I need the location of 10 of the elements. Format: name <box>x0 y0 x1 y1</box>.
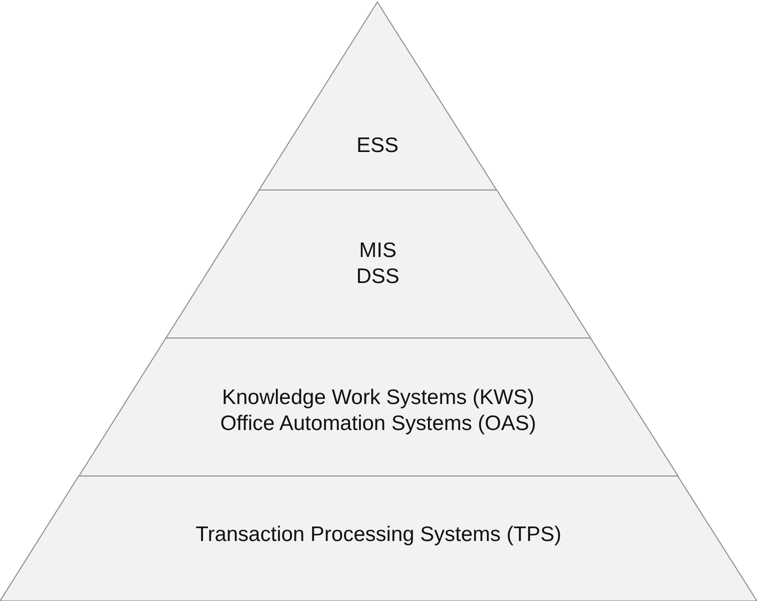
pyramid-level <box>0 476 757 601</box>
level-label: DSS <box>356 264 400 290</box>
level-label: ESS <box>356 133 398 159</box>
level-label: Office Automation Systems (OAS) <box>220 411 536 437</box>
pyramid-level <box>258 2 496 190</box>
level-label: MIS <box>359 238 396 264</box>
pyramid-level <box>78 338 678 476</box>
level-label: Transaction Processing Systems (TPS) <box>196 522 562 548</box>
pyramid-level <box>166 190 590 338</box>
level-label: Knowledge Work Systems (KWS) <box>222 385 534 411</box>
